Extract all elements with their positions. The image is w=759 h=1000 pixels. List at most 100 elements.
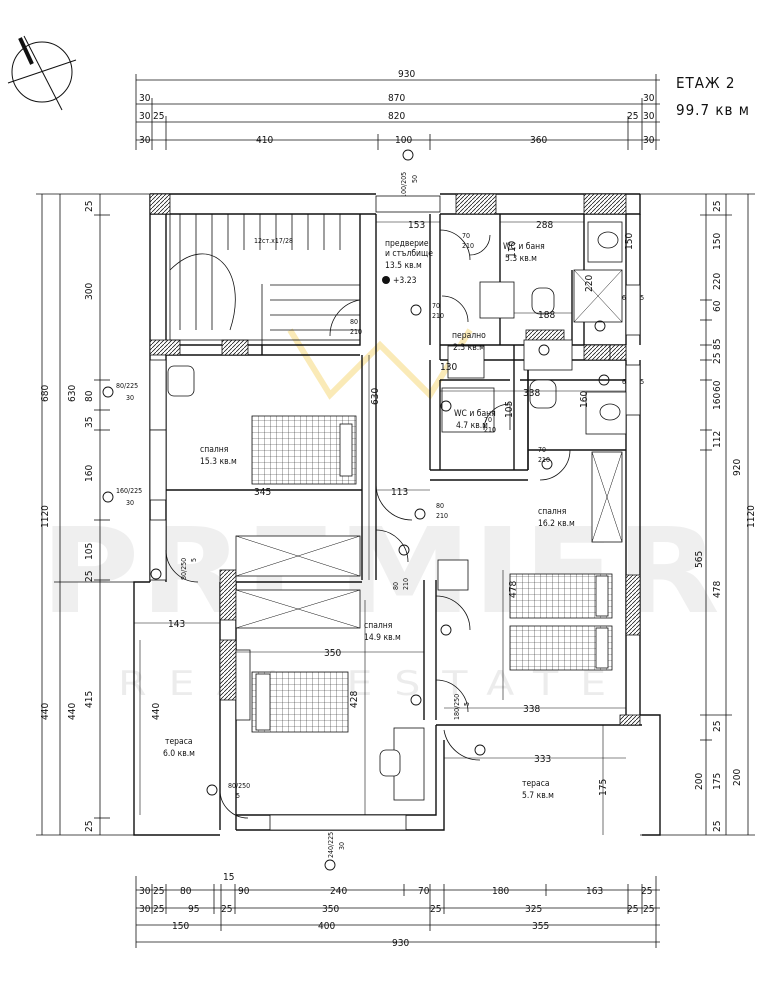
dim-top-r4-d: 360 xyxy=(530,135,547,146)
level-value: +3.23 xyxy=(393,276,417,286)
door-bed3b-h: 210 xyxy=(402,578,410,590)
dim-bottom-r2-25e: 25 xyxy=(643,904,654,915)
dim-440-terrace: 440 xyxy=(151,703,162,720)
room-wc2-area: 4.7 кв.м xyxy=(456,421,488,431)
dim-top-r3-mid: 820 xyxy=(388,111,405,122)
dim-left-80: 80 xyxy=(84,390,95,402)
stairs-spec: 12ст.х17/28 xyxy=(254,237,293,245)
dim-right-565: 565 xyxy=(694,551,705,568)
dim-right-112: 112 xyxy=(712,431,723,448)
dim-top-r3-a: 30 xyxy=(139,111,151,122)
window-marker-icon xyxy=(102,386,114,398)
dim-right-60a: 60 xyxy=(712,300,723,312)
dim-left-25a: 25 xyxy=(84,201,95,212)
room-terrace2-area: 5.7 кв.м xyxy=(522,791,554,801)
dim-113: 113 xyxy=(391,487,408,498)
window-bottom-size: 240/225 xyxy=(327,832,335,858)
room-bed2-name: спалня xyxy=(538,507,566,517)
dim-bottom-r2-95: 95 xyxy=(188,904,199,915)
dim-top-overall: 930 xyxy=(398,69,415,80)
dim-338b: 338 xyxy=(523,704,540,715)
sink-icon xyxy=(597,231,619,249)
door-entry-w: 70 xyxy=(462,232,470,240)
dim-188: 188 xyxy=(538,310,555,321)
window-top-size: 100/205 xyxy=(400,172,408,198)
dim-right-25b: 25 xyxy=(712,353,723,364)
dim-left-25b: 25 xyxy=(84,571,95,582)
door-bed3b-w: 80 xyxy=(392,582,400,590)
room-bed2-area: 16.2 кв.м xyxy=(538,519,575,529)
room-bedroom-3: спалня 14.9 кв.м xyxy=(364,621,401,643)
dim-150: 150 xyxy=(624,233,635,250)
dim-bottom-r3-355: 355 xyxy=(532,921,549,932)
dim-428: 428 xyxy=(349,691,360,708)
door-bed3-h: 210 xyxy=(436,512,448,520)
room-terrace-1: тераса 6.0 кв.м xyxy=(163,737,195,759)
dim-left-25c: 25 xyxy=(84,821,95,832)
bed-icon xyxy=(251,415,357,485)
door-bed3-w: 80 xyxy=(436,502,444,510)
dim-bottom-r1-240: 240 xyxy=(330,886,347,897)
room-wc1: WC и баня 5.3 кв.м xyxy=(503,241,545,264)
door-terr2-size: 180/250 xyxy=(453,694,461,720)
dim-175-terrace: 175 xyxy=(598,779,609,796)
dim-right-outer: 1120 xyxy=(746,505,757,528)
dim-top-r3-c: 25 xyxy=(627,111,638,122)
dim-right-220: 220 xyxy=(712,273,723,290)
dim-bottom-r2-25d: 25 xyxy=(627,904,638,915)
window-marker-icon xyxy=(402,149,414,161)
toilet-icon xyxy=(529,379,557,409)
dim-333: 333 xyxy=(534,754,551,765)
dim-345: 345 xyxy=(254,487,271,498)
door-laundry-w: 70 xyxy=(432,302,440,310)
door-terr2-sill: 5 xyxy=(463,702,471,706)
dim-top-r2-right: 30 xyxy=(643,93,655,104)
dim-right-150: 150 xyxy=(712,233,723,250)
chair-icon xyxy=(379,749,401,777)
room-entry: предверие и стълбище 13.5 кв.м +3.23 xyxy=(382,239,433,286)
room-terrace1-area: 6.0 кв.м xyxy=(163,749,195,759)
dim-left-160: 160 xyxy=(84,465,95,482)
dim-630: 630 xyxy=(370,388,381,405)
dim-350: 350 xyxy=(324,648,341,659)
dim-right-85: 85 xyxy=(712,339,723,350)
window-marker-icon xyxy=(324,859,336,871)
door-bed1-w: 80 xyxy=(350,318,358,326)
bed-icon xyxy=(509,573,613,619)
door-terr1-sill: 5 xyxy=(190,558,198,562)
right-dimension-lines xyxy=(640,193,755,836)
dim-288: 288 xyxy=(536,220,553,231)
dim-top-r2-left: 30 xyxy=(139,93,151,104)
dim-bottom-r1-90: 90 xyxy=(238,886,250,897)
dim-bottom-r2-350: 350 xyxy=(322,904,339,915)
sink-icon xyxy=(599,403,621,421)
room-wc1-name: WC и баня xyxy=(503,241,545,252)
room-laundry-name: перално xyxy=(452,331,486,341)
room-terrace1-name: тераса xyxy=(165,737,193,747)
dim-478: 478 xyxy=(508,581,519,598)
dim-right-200b: 200 xyxy=(694,773,705,790)
top-dimension-lines xyxy=(135,74,660,150)
bottom-dimension-lines xyxy=(135,876,660,948)
dim-right-25a: 25 xyxy=(712,201,723,212)
window-left1-sill: 30 xyxy=(126,394,134,402)
watermark-crown-icon xyxy=(287,328,473,400)
dim-bottom-overall: 930 xyxy=(392,938,409,949)
door-wc2-w: 70 xyxy=(484,416,492,424)
dim-left-105: 105 xyxy=(84,543,95,560)
door-marker-icons xyxy=(150,304,606,796)
dim-bottom-r2-25: 25 xyxy=(153,904,164,915)
dim-105: 105 xyxy=(504,401,515,418)
window-bottom-sill: 30 xyxy=(338,842,346,850)
dim-left-35: 35 xyxy=(84,417,95,428)
toilet-icon xyxy=(531,287,555,315)
dim-right-200: 200 xyxy=(732,769,743,786)
dim-right-25d: 25 xyxy=(712,821,723,832)
room-entry-name: предверие xyxy=(385,239,429,249)
dim-bottom-r1-25: 25 xyxy=(153,886,164,897)
dim-bottom-r3-400: 400 xyxy=(318,921,335,932)
dim-bottom-15: 15 xyxy=(223,872,234,883)
window-marker-icon xyxy=(102,491,114,503)
dim-right-25c: 25 xyxy=(712,721,723,732)
dim-left-mid-b: 440 xyxy=(40,703,51,720)
